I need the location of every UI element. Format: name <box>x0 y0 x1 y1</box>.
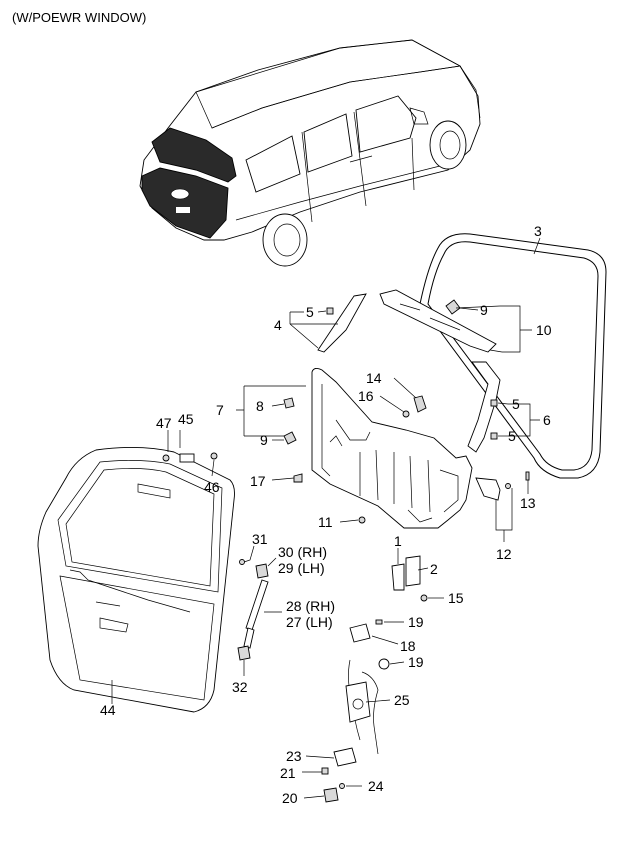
part-46 <box>210 452 218 460</box>
part-19-upper <box>375 619 383 625</box>
callout-16: 16 <box>358 388 374 404</box>
callout-46: 46 <box>204 479 220 495</box>
callout-44: 44 <box>100 702 116 718</box>
clip-17 <box>293 473 303 483</box>
part-1-bracket <box>391 563 405 591</box>
callout-labels: 3 5 4 9 10 14 16 8 7 5 6 5 9 47 45 17 46… <box>100 223 552 806</box>
callout-11: 11 <box>318 514 333 530</box>
tailgate-inner-trim <box>311 367 473 529</box>
callout-32: 32 <box>232 679 248 695</box>
callout-47: 47 <box>156 415 172 431</box>
callout-45: 45 <box>178 411 194 427</box>
callout-1: 1 <box>394 533 402 549</box>
part-24 <box>339 783 345 789</box>
callout-27-lh: 27 (LH) <box>286 614 333 630</box>
part-14 <box>413 395 427 413</box>
callout-9-top: 9 <box>480 302 488 318</box>
part-44-tailgate <box>37 446 235 713</box>
diagram-title: (W/POEWR WINDOW) <box>12 10 146 25</box>
callout-5-top: 5 <box>306 304 314 320</box>
bolt-15 <box>420 594 428 602</box>
callout-30-rh: 30 (RH) <box>278 544 327 560</box>
rear-window-glass <box>151 127 237 183</box>
part-21 <box>321 767 329 775</box>
part-23 <box>333 747 357 767</box>
part-47 <box>162 454 170 462</box>
callout-29-lh: 29 (LH) <box>278 560 325 576</box>
part-19-lower <box>378 658 390 670</box>
callout-21: 21 <box>280 765 296 781</box>
part-20 <box>323 787 339 803</box>
callout-10: 10 <box>536 322 552 338</box>
clip-9-left <box>283 431 297 445</box>
callout-28-rh: 28 (RH) <box>286 598 335 614</box>
callout-7: 7 <box>216 402 224 418</box>
part-4-side-trim-lh <box>317 293 367 353</box>
callout-25: 25 <box>394 692 410 708</box>
callout-17: 17 <box>250 473 266 489</box>
callout-19-lower: 19 <box>408 654 424 670</box>
callout-14: 14 <box>366 370 382 386</box>
part-2-bracket <box>405 555 421 587</box>
part-29-30-bracket <box>255 563 269 579</box>
callout-4: 4 <box>274 317 282 333</box>
part-27-28-gas-strut <box>243 579 269 649</box>
callout-2: 2 <box>430 561 438 577</box>
callout-5-rh-lower: 5 <box>508 428 516 444</box>
clip-5-rh-lower <box>490 432 498 440</box>
callout-5-rh-upper: 5 <box>512 396 520 412</box>
vehicle-illustration <box>139 39 481 267</box>
clip-5-top <box>326 307 334 315</box>
callout-31: 31 <box>252 531 268 547</box>
clip-9-top <box>445 299 461 315</box>
callout-23: 23 <box>286 748 302 764</box>
screw-12 <box>505 483 511 489</box>
callout-18: 18 <box>400 638 416 654</box>
clip-8 <box>283 397 295 409</box>
part-45 <box>179 453 195 463</box>
clip-11 <box>358 516 366 524</box>
part-31 <box>239 559 245 565</box>
part-6-side-trim-rh <box>467 361 501 453</box>
part-10-upper-trim <box>379 289 497 353</box>
tailgate-panel <box>141 167 229 239</box>
part-12-handle <box>475 477 501 501</box>
callout-19-upper: 19 <box>408 614 424 630</box>
callout-24: 24 <box>368 778 384 794</box>
callout-8: 8 <box>256 398 264 414</box>
callout-12: 12 <box>496 546 512 562</box>
part-32 <box>237 645 251 661</box>
callout-9-left: 9 <box>260 432 268 448</box>
callout-3: 3 <box>534 223 542 239</box>
callout-13: 13 <box>520 495 536 511</box>
part-13 <box>525 471 530 481</box>
clip-5-rh-upper <box>490 399 498 407</box>
leader-lines <box>111 237 541 799</box>
callout-15: 15 <box>448 590 464 606</box>
callout-6: 6 <box>543 412 551 428</box>
screw-16 <box>402 410 410 418</box>
part-25-latch-assembly <box>345 659 379 755</box>
part-18 <box>349 623 371 643</box>
callout-20: 20 <box>282 790 298 806</box>
